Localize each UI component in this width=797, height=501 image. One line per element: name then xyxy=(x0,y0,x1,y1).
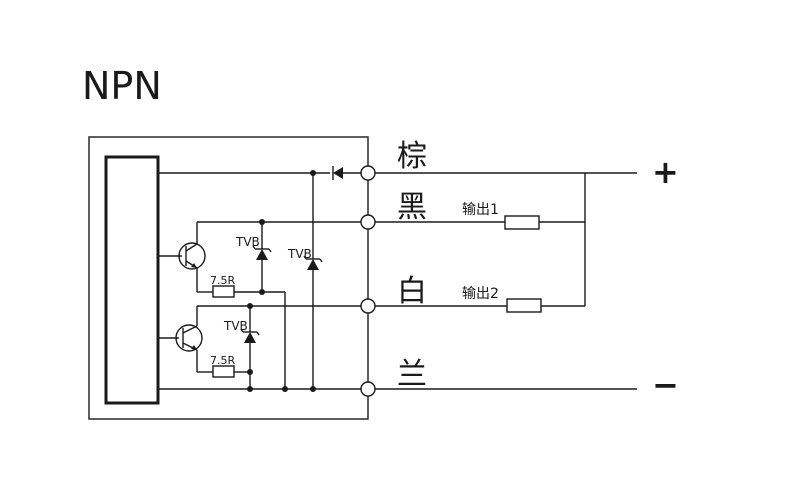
load-resistor-2 xyxy=(506,298,542,313)
resistor-label-1: 7.5R xyxy=(210,274,235,287)
output-label-2: 输出2 xyxy=(462,286,499,302)
tvs-label-2: TVB xyxy=(223,319,248,333)
wire-label-black: 黑 xyxy=(397,190,427,225)
minus-sign: − xyxy=(652,366,679,404)
terminal-brown xyxy=(360,165,376,181)
terminal-blue xyxy=(360,381,376,397)
tvs-1 xyxy=(252,222,272,292)
plus-sign: + xyxy=(652,153,679,191)
transistor-1 xyxy=(158,222,286,389)
tvs-label-1: TVB xyxy=(235,235,260,249)
white-wire xyxy=(197,298,585,313)
terminal-white xyxy=(360,298,376,314)
sensor-chip-block xyxy=(104,155,160,405)
wire-label-brown: 棕 xyxy=(397,139,427,174)
brown-wire xyxy=(158,166,637,180)
tvs-label-main: TVB xyxy=(287,247,312,261)
tvs-icon xyxy=(307,259,319,270)
transistor-2 xyxy=(158,306,253,378)
terminal-black xyxy=(360,214,376,230)
resistor-label-2: 7.5R xyxy=(210,354,235,367)
wire-label-blue: 兰 xyxy=(397,357,427,392)
diode-icon xyxy=(333,167,343,179)
tvs-icon xyxy=(256,249,268,260)
resistor-7-5r-1 xyxy=(212,285,235,298)
transistor-icon xyxy=(178,242,206,270)
black-wire xyxy=(197,215,585,230)
output-label-1: 输出1 xyxy=(462,202,499,218)
wire-label-white: 白 xyxy=(397,274,427,309)
tvs-icon xyxy=(244,332,256,343)
resistor-7-5r-2 xyxy=(212,365,235,378)
tvs-2 xyxy=(240,306,260,389)
load-resistor-1 xyxy=(504,215,540,230)
main-tvs xyxy=(303,173,323,389)
sensor-housing xyxy=(88,136,369,420)
diagram-title: NPN xyxy=(82,64,162,108)
transistor-icon xyxy=(175,324,203,352)
